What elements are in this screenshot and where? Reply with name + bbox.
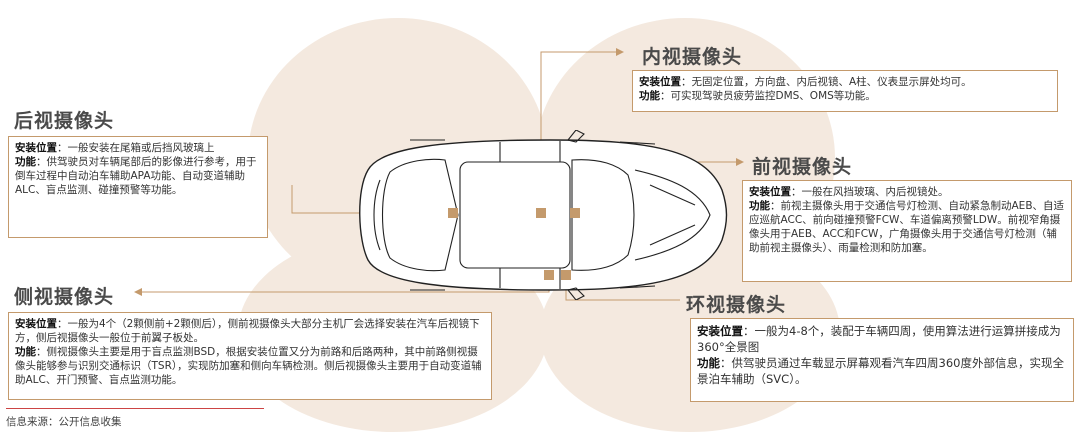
side-camera-info-box: 安装位置：一般为4个（2颗侧前+2颗侧后），侧前视摄像头大部分主机厂会选择安装在… xyxy=(8,312,492,400)
rear-install-label: 安装位置 xyxy=(15,142,57,154)
front-camera-marker xyxy=(570,208,580,218)
inner-install-text: ：无固定位置，方向盘、内后视镜、A柱、仪表显示屏处均可。 xyxy=(681,76,972,88)
inner-camera-marker xyxy=(536,208,546,218)
rear-install-text: ：一般安装在尾箱或后挡风玻璃上 xyxy=(57,142,215,154)
front-func-label: 功能 xyxy=(749,200,770,212)
rear-camera-info-box: 安装位置：一般安装在尾箱或后挡风玻璃上 功能：供驾驶员对车辆尾部后的影像进行参考… xyxy=(8,136,268,238)
rear-camera-title: 后视摄像头 xyxy=(14,110,115,132)
side-camera-title: 侧视摄像头 xyxy=(14,286,115,308)
front-func-text: ：前视主摄像头用于交通信号灯检测、自动紧急制动AEB、自适应巡航ACC、前向碰撞… xyxy=(749,200,1065,254)
rear-camera-marker xyxy=(448,208,458,218)
front-install-text: ：一般在风挡玻璃、内后视镜处。 xyxy=(791,186,949,198)
side-install-label: 安装位置 xyxy=(15,318,57,330)
inner-func-label: 功能 xyxy=(639,90,660,102)
rear-func-label: 功能 xyxy=(15,156,36,168)
surround-camera-title: 环视摄像头 xyxy=(686,294,787,316)
inner-func-text: ：可实现驾驶员疲劳监控DMS、OMS等功能。 xyxy=(660,90,876,102)
side-install-text: ：一般为4个（2颗侧前+2颗侧后），侧前视摄像头大部分主机厂会选择安装在汽车后视… xyxy=(15,318,480,344)
surround-install-label: 安装位置 xyxy=(697,324,743,338)
surround-camera-marker xyxy=(561,270,571,280)
rear-func-text: ：供驾驶员对车辆尾部后的影像进行参考，用于倒车过程中自动泊车辅助APA功能、自动… xyxy=(15,156,257,196)
side-camera-marker xyxy=(544,270,554,280)
side-func-label: 功能 xyxy=(15,346,36,358)
source-note: 信息来源：公开信息收集 xyxy=(6,416,122,428)
inner-camera-info-box: 安装位置：无固定位置，方向盘、内后视镜、A柱、仪表显示屏处均可。 功能：可实现驾… xyxy=(632,70,1058,112)
surround-func-text: ：供驾驶员通过车载显示屏幕观看汽车四周360度外部信息，实现全景泊车辅助（SVC… xyxy=(697,356,1064,386)
inner-install-label: 安装位置 xyxy=(639,76,681,88)
surround-camera-info-box: 安装位置：一般为4-8个，装配于车辆四周，使用算法进行运算拼接成为360°全景图… xyxy=(690,318,1074,402)
source-divider xyxy=(6,408,264,409)
side-func-text: ：侧视摄像头主要是用于盲点监测BSD，根据安装位置又分为前路和后路两种，其中前路… xyxy=(15,346,482,386)
front-install-label: 安装位置 xyxy=(749,186,791,198)
front-camera-title: 前视摄像头 xyxy=(752,156,853,178)
inner-camera-title: 内视摄像头 xyxy=(642,46,743,68)
surround-func-label: 功能 xyxy=(697,356,720,370)
surround-install-text: ：一般为4-8个，装配于车辆四周，使用算法进行运算拼接成为360°全景图 xyxy=(697,324,1061,354)
front-camera-info-box: 安装位置：一般在风挡玻璃、内后视镜处。 功能：前视主摄像头用于交通信号灯检测、自… xyxy=(742,180,1072,282)
